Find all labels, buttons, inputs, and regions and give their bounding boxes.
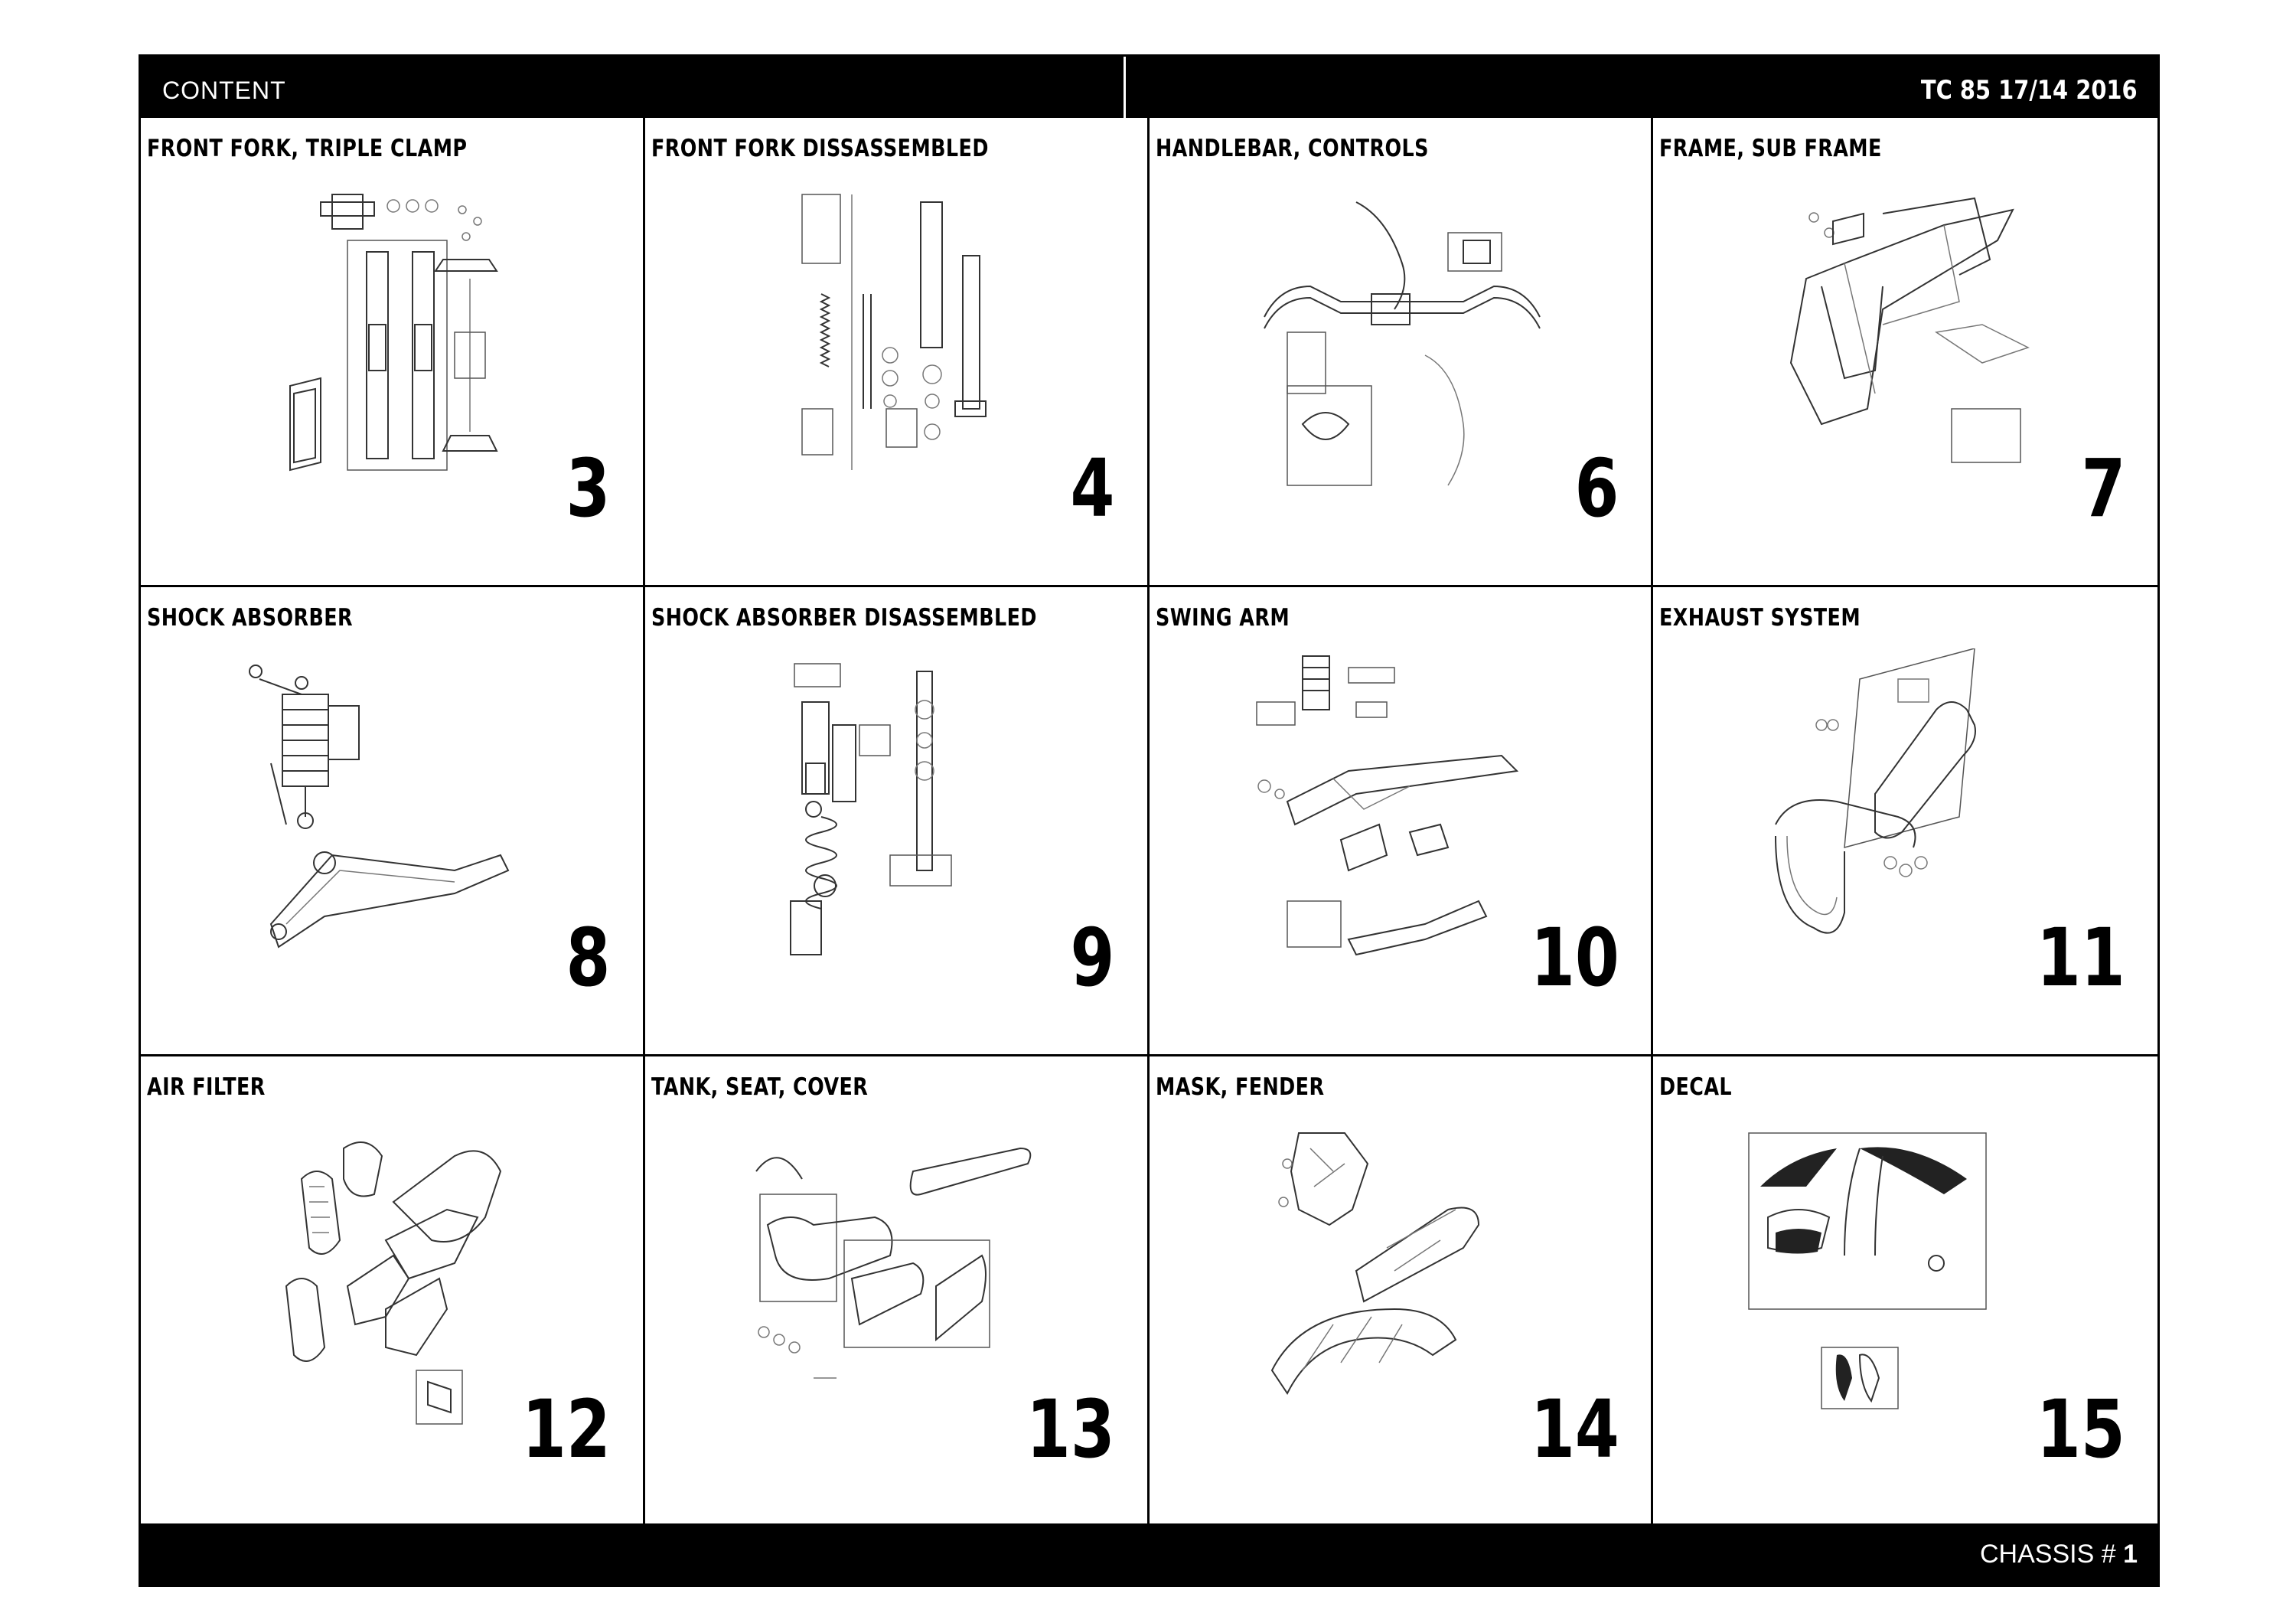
tile-title: EXHAUST SYSTEM: [1659, 604, 1861, 632]
footer-label: CHASSIS # 1: [1980, 1523, 2138, 1585]
tile-title: MASK, FENDER: [1155, 1073, 1324, 1101]
tile-title: SHOCK ABSORBER: [147, 604, 353, 632]
tank-seat-diagram-icon: [755, 1147, 1032, 1379]
tile-title: TANK, SEAT, COVER: [651, 1073, 869, 1101]
tile-title: AIR FILTER: [147, 1073, 266, 1101]
swing-arm-diagram-icon: [1255, 655, 1518, 956]
tile-title: HANDLEBAR, CONTROLS: [1155, 135, 1429, 162]
content-tile[interactable]: FRONT FORK, TRIPLE CLAMP 3: [141, 118, 645, 587]
front-fork-diagram-icon: [289, 194, 498, 472]
tile-title: FRONT FORK, TRIPLE CLAMP: [147, 135, 468, 162]
tile-title: SHOCK ABSORBER DISASSEMBLED: [651, 604, 1037, 632]
content-tile[interactable]: TANK, SEAT, COVER 13: [645, 1056, 1150, 1526]
footer-page: 1: [2123, 1540, 2138, 1569]
shock-parts-diagram-icon: [789, 663, 952, 955]
section-label: CONTENT: [162, 77, 286, 104]
page-number: 7: [2081, 442, 2125, 535]
page-number: 8: [566, 911, 611, 1004]
mask-fender-diagram-icon: [1270, 1132, 1479, 1395]
content-tile[interactable]: SHOCK ABSORBER DISASSEMBLED 9: [644, 587, 1150, 1056]
header-divider: [1124, 57, 1126, 118]
content-tile[interactable]: SWING ARM 10: [1149, 587, 1654, 1056]
content-tile[interactable]: SHOCK ABSORBER 8: [141, 587, 645, 1056]
content-tile[interactable]: FRAME, SUB FRAME 7: [1653, 118, 2157, 587]
handlebar-diagram-icon: [1263, 201, 1541, 486]
page-number: 14: [1530, 1383, 1619, 1476]
fork-parts-diagram-icon: [801, 194, 987, 470]
shock-absorber-diagram-icon: [249, 665, 510, 949]
page-number: 11: [2037, 911, 2125, 1004]
footer-section: CHASSIS #: [1980, 1540, 2116, 1569]
content-tile[interactable]: AIR FILTER 12: [141, 1056, 645, 1526]
content-tile[interactable]: MASK, FENDER 14: [1150, 1056, 1654, 1526]
page-number: 6: [1574, 442, 1619, 535]
tile-title: FRAME, SUB FRAME: [1659, 135, 1883, 162]
page-number: 13: [1026, 1383, 1115, 1476]
page-number: 9: [1070, 911, 1115, 1004]
page-number: 10: [1530, 911, 1619, 1004]
content-tile[interactable]: DECAL 15: [1653, 1056, 2157, 1526]
tile-title: DECAL: [1659, 1073, 1733, 1101]
page-number: 3: [566, 442, 611, 535]
model-label: TC 85 17/14 2016: [1921, 75, 2138, 106]
footer-bar: CHASSIS # 1: [141, 1523, 2157, 1585]
content-tile[interactable]: HANDLEBAR, CONTROLS 6: [1149, 118, 1654, 587]
catalog-page: CONTENT TC 85 17/14 2016 FRONT FORK, TRI…: [139, 54, 2160, 1587]
page-number: 12: [521, 1383, 611, 1476]
tile-title: SWING ARM: [1155, 604, 1290, 632]
exhaust-diagram-icon: [1775, 648, 1977, 934]
page-number: 15: [2037, 1383, 2125, 1476]
page-number: 4: [1070, 442, 1115, 535]
content-tile[interactable]: FRONT FORK DISSASSEMBLED 4: [644, 118, 1150, 587]
header-bar: CONTENT TC 85 17/14 2016: [141, 57, 2157, 118]
air-filter-diagram-icon: [285, 1141, 502, 1425]
frame-diagram-icon: [1790, 197, 2030, 463]
tile-title: FRONT FORK DISSASSEMBLED: [651, 135, 989, 162]
content-grid: FRONT FORK, TRIPLE CLAMP 3 FRONT FORK DI…: [141, 118, 2157, 1526]
decal-diagram-icon: [1748, 1132, 1987, 1409]
content-tile[interactable]: EXHAUST SYSTEM 11: [1653, 587, 2157, 1056]
